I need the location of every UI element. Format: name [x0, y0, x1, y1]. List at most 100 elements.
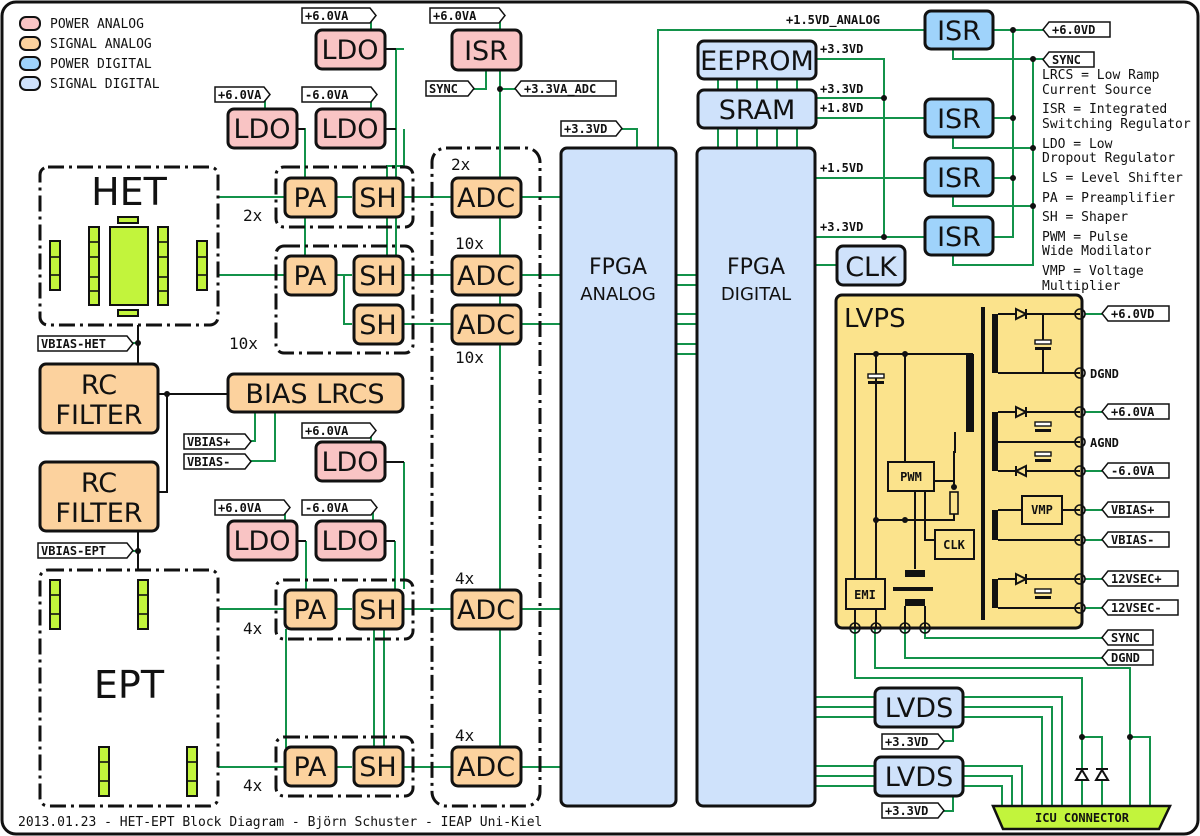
tag-label: SYNC — [429, 82, 458, 96]
net-label: +3.3VD — [820, 82, 863, 96]
bias-lrcs-block: BIAS LRCS — [226, 372, 405, 414]
pa-block: PA — [283, 254, 338, 297]
tag-shape — [1042, 51, 1095, 68]
ldo-block: LDO — [314, 107, 387, 150]
isr-block: ISR — [923, 156, 995, 198]
legend-swatch-power-digital — [19, 56, 41, 71]
tag-isr-out: +6.0VD — [1042, 21, 1111, 38]
svg-text:ADC: ADC — [457, 595, 515, 626]
multiplier-label: 10x — [455, 348, 484, 367]
svg-text:ADC: ADC — [457, 183, 515, 214]
vmp-label: VMP — [1031, 503, 1053, 517]
net-label: +3.3VD — [820, 42, 863, 56]
svg-text:CLK: CLK — [845, 252, 898, 283]
svg-text:Switching Regulator: Switching Regulator — [1042, 117, 1191, 132]
svg-text:ISR: ISR — [937, 163, 981, 194]
svg-text:ISR: ISR — [937, 16, 981, 47]
svg-text:LVDS: LVDS — [885, 762, 953, 793]
diode-icon — [1094, 768, 1110, 781]
tag-ldo-b1: +6.0VA — [214, 499, 291, 516]
tag-shape — [560, 120, 623, 137]
tag-shape — [214, 86, 271, 103]
tag-label: +6.0VA — [305, 424, 349, 438]
tag-vbias-plus: VBIAS+ — [183, 433, 252, 450]
adc-block: ADC — [450, 588, 523, 631]
tag-label: +3.3VD — [885, 735, 928, 749]
ldo-block: LDO — [314, 519, 387, 562]
svg-text:RC: RC — [81, 370, 117, 401]
svg-text:DIGITAL: DIGITAL — [721, 284, 791, 305]
svg-text:LDO: LDO — [233, 526, 290, 557]
pwm-label: PWM — [900, 470, 922, 484]
tag-isr-top: +6.0VA — [429, 7, 506, 24]
svg-text:FILTER: FILTER — [55, 498, 142, 529]
multiplier-label: 4x — [455, 726, 475, 745]
tag-vbias-het: VBIAS-HET — [37, 335, 134, 352]
tag-label: +6.0VA — [218, 88, 262, 102]
icu-connector: ICU CONNECTOR — [991, 804, 1172, 831]
tag-shape — [301, 7, 377, 24]
svg-text:LDO: LDO — [321, 114, 378, 145]
tag-shape — [183, 433, 252, 450]
tag-label: +6.0VA — [1111, 405, 1155, 419]
svg-text:BIAS LRCS: BIAS LRCS — [245, 379, 384, 410]
svg-text:LRCS = Low Ramp: LRCS = Low Ramp — [1042, 68, 1160, 83]
abbreviation-definitions: LRCS = Low Ramp Current Source ISR = Int… — [1042, 68, 1191, 294]
ldo-block: LDO — [226, 519, 299, 562]
tag-shape — [301, 499, 378, 516]
adc-group — [430, 146, 542, 808]
svg-text:LVDS: LVDS — [885, 693, 953, 724]
svg-text:LS = Level Shifter: LS = Level Shifter — [1042, 171, 1183, 186]
svg-text:SH: SH — [359, 183, 396, 214]
sh-block: SH — [352, 254, 405, 297]
tag-label: VBIAS+ — [1111, 503, 1154, 517]
svg-text:ISR = Integrated: ISR = Integrated — [1042, 102, 1167, 117]
multiplier-label: 10x — [229, 334, 258, 353]
legend-label: SIGNAL ANALOG — [50, 37, 152, 52]
tag-lvps-12p: 12VSEC+ — [1101, 570, 1179, 587]
tag-shape — [1101, 649, 1154, 666]
svg-text:ADC: ADC — [457, 310, 515, 341]
lvds-block: LVDS — [873, 686, 965, 729]
legend-label: SIGNAL DIGITAL — [50, 77, 160, 92]
pa-sh-group-het-10x — [274, 244, 415, 355]
het-label: HET — [91, 170, 168, 214]
sh-block: SH — [352, 588, 405, 631]
adc-block: ADC — [450, 303, 523, 346]
multiplier-label: 10x — [455, 234, 484, 253]
svg-text:EEPROM: EEPROM — [700, 46, 814, 77]
sram-block: SRAM — [696, 88, 818, 130]
tag-shape — [1042, 21, 1111, 38]
svg-text:LDO: LDO — [321, 526, 378, 557]
multiplier-label: 4x — [455, 569, 475, 588]
tag-shape — [514, 80, 617, 97]
svg-text:Dropout Regulator: Dropout Regulator — [1042, 151, 1175, 166]
tag-shape — [1101, 629, 1154, 646]
net-label: +3.3VD — [820, 220, 863, 234]
tag-shape — [1101, 403, 1170, 420]
ldo-block: LDO — [226, 107, 299, 150]
svg-text:PA = Preamplifier: PA = Preamplifier — [1042, 191, 1175, 206]
tag-shape — [1101, 570, 1179, 587]
multiplier-label: 4x — [243, 776, 263, 795]
tag-shape — [183, 453, 252, 470]
tag-label: SYNC — [1111, 631, 1140, 645]
svg-text:PA: PA — [293, 261, 327, 292]
sh-block: SH — [352, 303, 405, 346]
emi-label: EMI — [854, 588, 876, 602]
tag-lvps-6vd: +6.0VD — [1101, 305, 1170, 322]
eeprom-block: EEPROM — [696, 39, 818, 81]
sh-block: SH — [352, 176, 405, 219]
svg-text:FILTER: FILTER — [55, 400, 142, 431]
net-label: +1.5VD_ANALOG — [786, 13, 880, 28]
pa-block: PA — [283, 745, 338, 788]
tag-shape — [1101, 305, 1170, 322]
tag-shape — [425, 80, 475, 97]
legend-label: POWER DIGITAL — [50, 57, 152, 72]
legend: POWER ANALOG SIGNAL ANALOG POWER DIGITAL… — [19, 16, 160, 92]
tag-label: -6.0VA — [1111, 464, 1155, 478]
tag-lvps-m6va: -6.0VA — [1101, 462, 1170, 479]
